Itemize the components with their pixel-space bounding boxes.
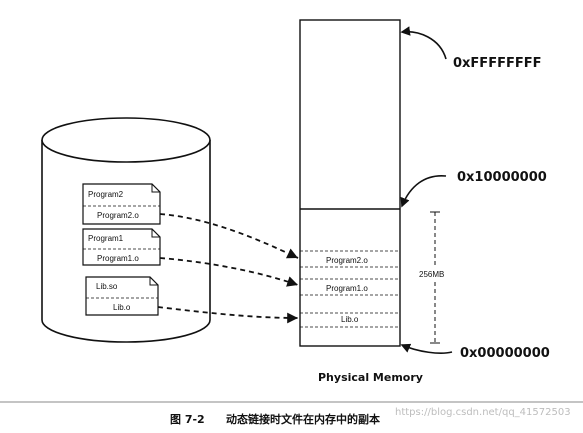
memory-segment-program1: Program1.o bbox=[326, 284, 368, 293]
arrow-program2 bbox=[159, 213, 299, 259]
callout-mid bbox=[400, 175, 447, 208]
watermark-text: https://blog.csdn.net/qq_41572503 bbox=[395, 407, 571, 418]
mapping-arrows bbox=[157, 213, 299, 324]
address-mid: 0x10000000 bbox=[457, 170, 547, 185]
file-name-program2: Program2 bbox=[88, 190, 124, 199]
file-section-program1: Program1.o bbox=[97, 254, 139, 263]
range-indicator: 256MB bbox=[416, 211, 456, 344]
memory-segment-program2: Program2.o bbox=[326, 256, 368, 265]
file-name-program1: Program1 bbox=[88, 234, 124, 243]
file-program1: Program1 Program1.o bbox=[82, 228, 161, 266]
file-name-libso: Lib.so bbox=[96, 282, 118, 291]
callout-bottom bbox=[400, 343, 453, 354]
range-size-label: 256MB bbox=[419, 270, 444, 279]
address-top: 0xFFFFFFFF bbox=[453, 56, 541, 71]
address-callouts bbox=[400, 26, 453, 354]
file-section-program2: Program2.o bbox=[97, 211, 139, 220]
file-section-libo: Lib.o bbox=[113, 303, 131, 312]
callout-top bbox=[400, 26, 447, 60]
file-libso: Lib.so Lib.o bbox=[85, 276, 159, 316]
memory-title: Physical Memory bbox=[318, 371, 423, 384]
physical-memory: Program2.o Program1.o Lib.o bbox=[299, 19, 401, 347]
memory-segment-lib: Lib.o bbox=[341, 315, 359, 324]
arrow-program1 bbox=[159, 257, 299, 287]
figure-number: 图 7-2 bbox=[170, 413, 205, 426]
figure-caption: 动态链接时文件在内存中的副本 bbox=[226, 412, 380, 426]
file-program2: Program2 Program2.o bbox=[82, 183, 161, 225]
address-bottom: 0x00000000 bbox=[460, 346, 550, 361]
